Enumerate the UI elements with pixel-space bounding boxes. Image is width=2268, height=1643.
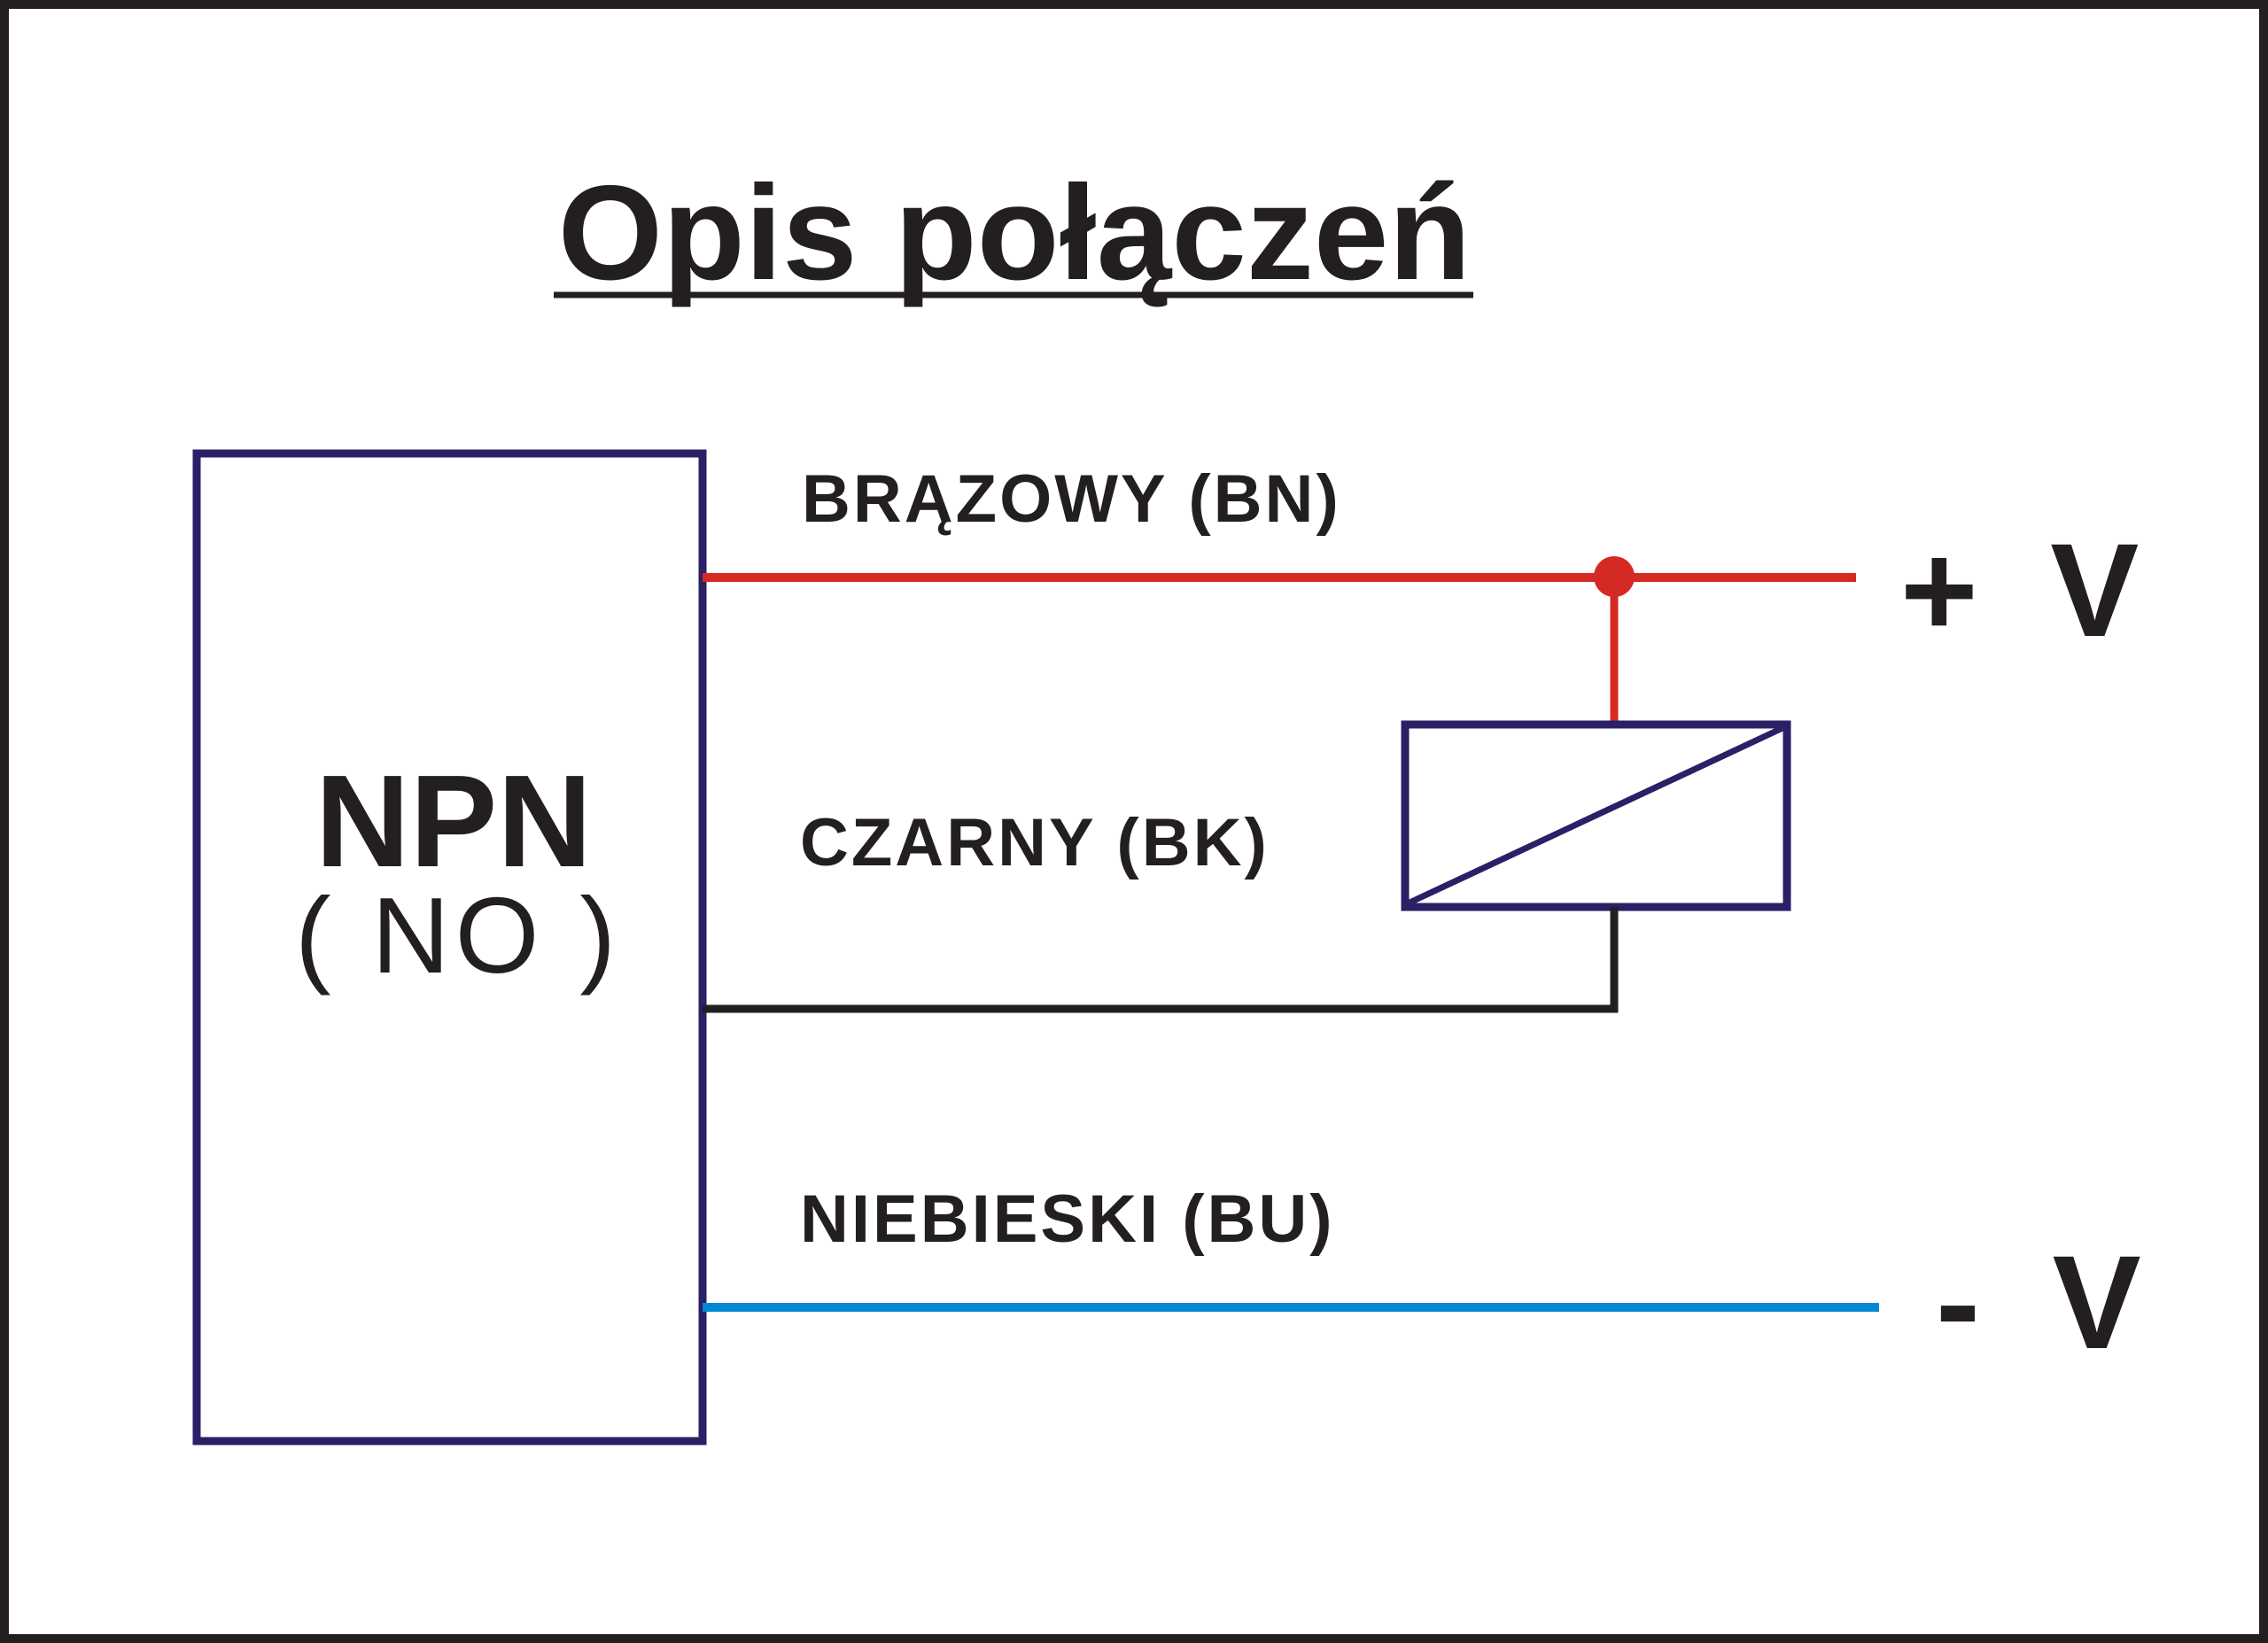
brown-wire-label: BRĄZOWY (BN) <box>802 461 1341 537</box>
negative-supply-label: - V <box>1936 1228 2159 1376</box>
diagram-title: Opis połączeń <box>558 158 1471 308</box>
black-wire-label: CZARNY (BK) <box>800 805 1270 880</box>
load-diagonal <box>1406 725 1784 907</box>
sensor-mode-label: ( NO ) <box>295 875 621 996</box>
junction-dot <box>1594 556 1635 597</box>
positive-supply-label: + V <box>1900 515 2156 664</box>
blue-wire-label: NIEBIESKI (BU) <box>800 1182 1335 1257</box>
black-wire <box>703 907 1619 1013</box>
sensor-box <box>192 449 707 1445</box>
load-box <box>1401 720 1791 911</box>
sensor-type-label: NPN <box>315 748 592 895</box>
